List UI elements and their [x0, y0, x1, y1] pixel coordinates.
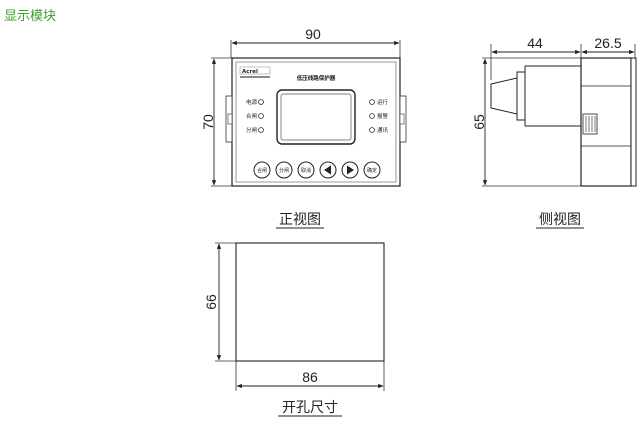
brand-name: Acrel: [242, 69, 258, 75]
cutout-width-dim: 86: [302, 369, 318, 385]
indicator-label-power: 电源: [246, 98, 258, 106]
key-cancel: [297, 161, 315, 179]
svg-text:合闸: 合闸: [257, 167, 267, 174]
front-view: 90 70 Acrel 低压线路保护器 电源 合闸 分闸 运行: [200, 26, 407, 229]
comm-led-icon: [369, 127, 375, 133]
side-view: 44 26.5 65 侧视图: [471, 35, 637, 229]
run-led-icon: [369, 99, 375, 105]
key-close: [253, 161, 271, 179]
key-open: [275, 161, 293, 179]
indicator-label-comm: 通讯: [377, 126, 389, 134]
alarm-led-icon: [369, 113, 375, 119]
svg-text:分闸: 分闸: [279, 167, 289, 174]
cutout-caption: 开孔尺寸: [282, 400, 338, 416]
side-depth-dim: 44: [527, 35, 543, 51]
open-led-icon: [258, 127, 264, 133]
cutout-rect: [235, 242, 385, 362]
connector-plug: [490, 77, 518, 115]
side-clip: [582, 113, 598, 135]
front-width-dim: 90: [305, 26, 321, 42]
device-title: 低压线路保护器: [296, 74, 336, 82]
indicator-label-run: 运行: [377, 98, 389, 106]
cutout-height-dim: 66: [203, 294, 219, 310]
power-led-icon: [258, 99, 264, 105]
cutout-view: 66 86 开孔尺寸: [203, 242, 385, 417]
front-height-dim: 70: [200, 114, 216, 130]
side-height-dim: 65: [471, 114, 487, 130]
section-title: 显示模块: [4, 9, 57, 24]
front-view-caption: 正视图: [279, 212, 321, 228]
indicator-label-alarm: 报警: [377, 112, 389, 120]
key-confirm: [363, 161, 381, 179]
svg-text:确定: 确定: [367, 167, 377, 174]
side-view-caption: 侧视图: [539, 212, 581, 228]
indicator-label-close: 合闸: [246, 112, 257, 120]
indicator-label-open: 分闸: [246, 126, 257, 134]
svg-text:取消: 取消: [301, 167, 311, 174]
side-front-dim: 26.5: [594, 35, 621, 51]
brand-logo: [239, 66, 271, 75]
close-led-icon: [258, 113, 264, 119]
